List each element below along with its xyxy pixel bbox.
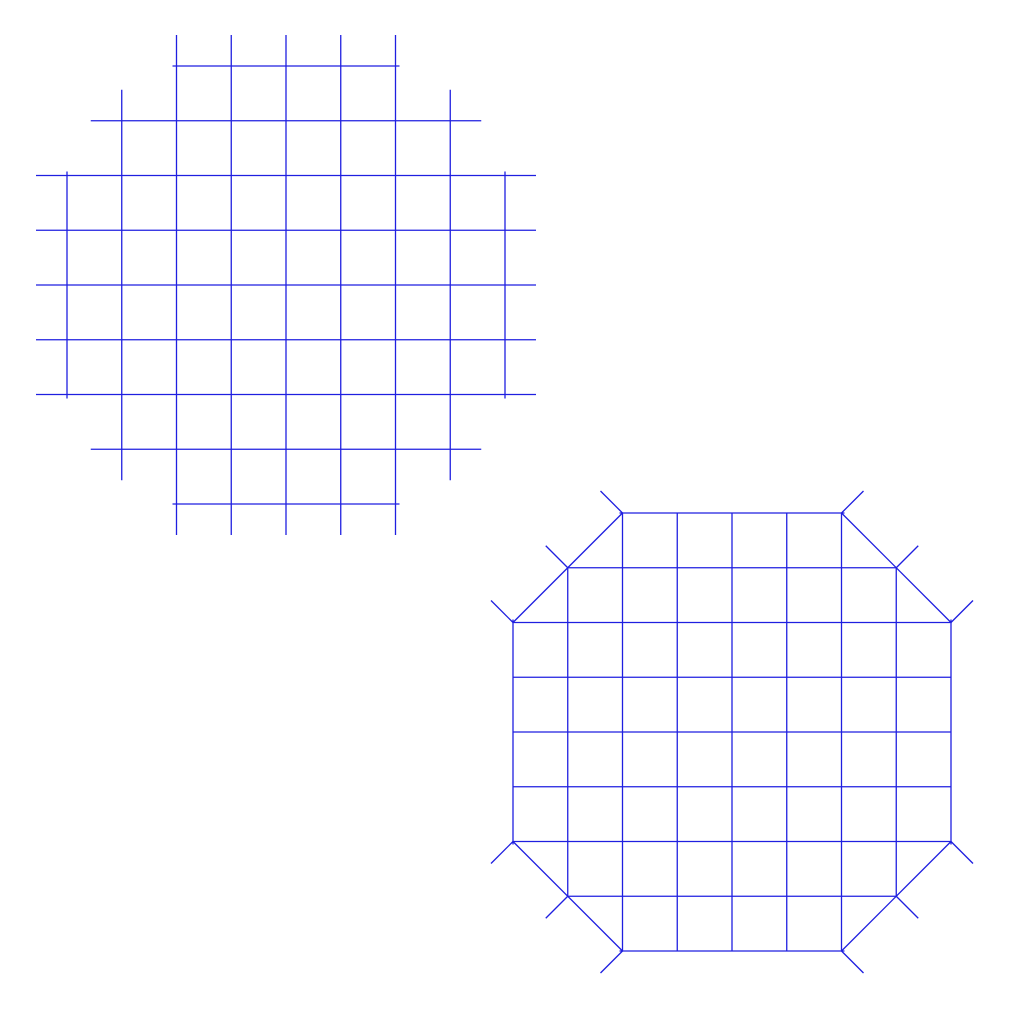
diagonal-tick: [600, 490, 623, 514]
diagonal-tick: [841, 950, 864, 974]
diagonal-tick: [895, 545, 919, 569]
diagonal-tick: [895, 895, 919, 919]
diagonal-tick: [950, 600, 974, 623]
diagonal-tick: [545, 895, 569, 919]
diagonal-tick: [841, 490, 864, 514]
octagon-grid: [490, 490, 974, 974]
diagonal-tick: [545, 545, 569, 569]
stepped-grid: [36, 35, 536, 535]
diagonal-tick: [490, 841, 514, 864]
diagonal-tick: [600, 950, 623, 974]
diagonal-tick: [950, 841, 974, 864]
diagonal-tick: [490, 600, 514, 623]
